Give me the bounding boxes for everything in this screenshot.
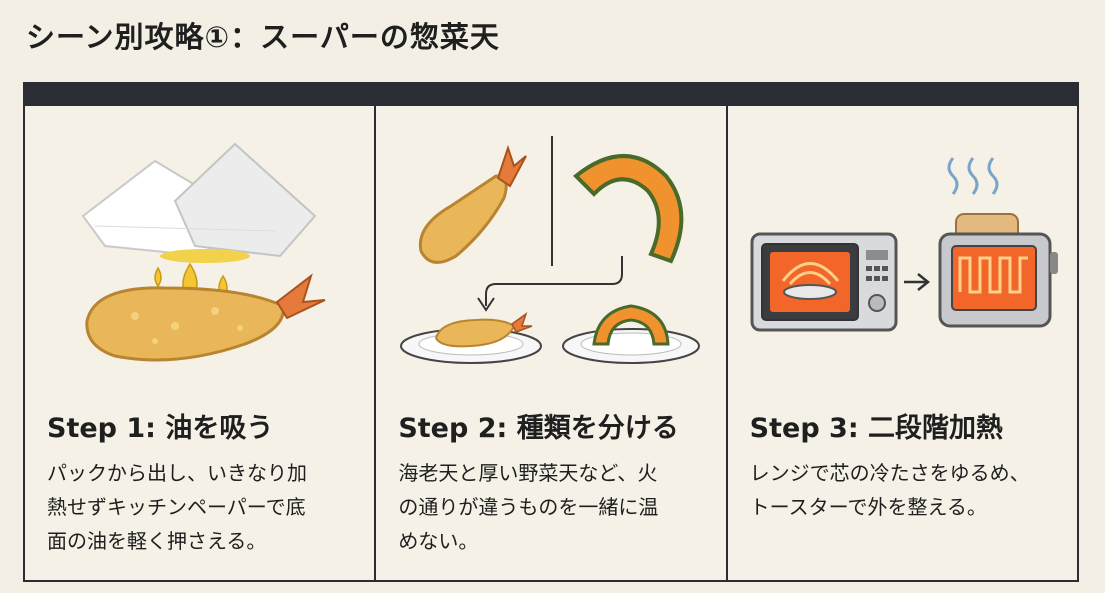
page-title: シーン別攻略①：スーパーの惣菜天: [26, 20, 500, 54]
toaster-icon: [938, 157, 1058, 328]
shrimp-tempura-icon: [85, 273, 326, 362]
plate-icon: [562, 304, 701, 364]
step-3-illustration: [728, 106, 1077, 396]
step-3-line: レンジで芯の冷たさをゆるめ、: [749, 461, 1030, 485]
step-2-line: の通りが違うものを一緒に温: [398, 495, 659, 519]
step-2-header-bar: [376, 84, 726, 106]
pumpkin-tempura-icon: [573, 154, 684, 264]
step-2-illustration: [376, 106, 725, 396]
step-1-line: 面の油を軽く押さえる。: [47, 529, 267, 553]
step-1-description: パックから出し、いきなり加 熱せずキッチンペーパーで底 面の油を軽く押さえる。: [47, 456, 358, 558]
step-3-header-bar: [727, 84, 1077, 106]
step-1-card: Step 1: 油を吸う パックから出し、いきなり加 熱せずキッチンペーパーで底…: [25, 84, 377, 580]
step-2-title: Step 2: 種類を分ける: [398, 413, 679, 444]
paper-towel-icon: [81, 142, 317, 258]
arrow-right-icon: [903, 273, 930, 291]
step-3-description: レンジで芯の冷たさをゆるめ、 トースターで外を整える。: [750, 456, 1061, 524]
step-3-title: Step 3: 二段階加熱: [749, 413, 1004, 444]
shrimp-tempura-icon: [419, 144, 528, 264]
step-1-header-bar: [25, 84, 375, 106]
arrow-icon: [485, 256, 624, 306]
step-1-line: パックから出し、いきなり加: [47, 461, 307, 485]
step-2-description: 海老天と厚い野菜天など、火 の通りが違うものを一緒に温 めない。: [398, 456, 709, 558]
steps-panel: Step 1: 油を吸う パックから出し、いきなり加 熱せずキッチンペーパーで底…: [23, 82, 1079, 582]
step-3-line: トースターで外を整える。: [749, 495, 987, 519]
step-1-title: Step 1: 油を吸う: [47, 413, 274, 444]
step-2-card: Step 2: 種類を分ける 海老天と厚い野菜天など、火 の通りが違うものを一緒…: [376, 84, 728, 580]
step-2-line: 海老天と厚い野菜天など、火: [398, 461, 658, 485]
microwave-icon: [750, 232, 898, 332]
step-2-line: めない。: [398, 529, 479, 553]
step-1-illustration: [25, 106, 374, 396]
arrow-head: [477, 297, 496, 312]
plate-icon: [400, 312, 543, 364]
step-3-card: Step 3: 二段階加熱 レンジで芯の冷たさをゆるめ、 トースターで外を整える…: [727, 84, 1077, 580]
step-1-line: 熱せずキッチンペーパーで底: [47, 495, 306, 519]
